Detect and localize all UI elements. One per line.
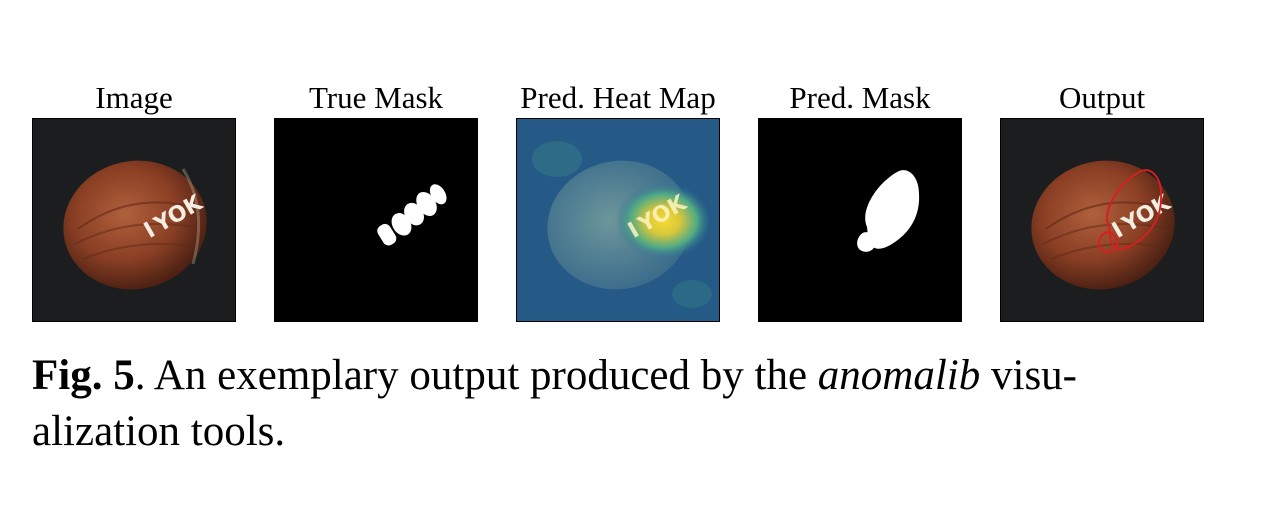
panel-output: Output I YOK: [1000, 78, 1204, 322]
panel-pred-mask: Pred. Mask: [758, 78, 962, 322]
panel-heat-map: Pred. Heat Map I YOK: [516, 78, 720, 322]
caption-text-before: . An exemplary output produced by the: [134, 352, 818, 399]
panel-title-pred-mask: Pred. Mask: [789, 80, 931, 115]
hazelnut-image: I YOK: [32, 118, 236, 322]
pred-mask-icon: [759, 119, 961, 321]
caption-line-2: alization tools.: [32, 408, 286, 455]
caption-text-after: visu-: [980, 352, 1077, 399]
figure-caption: Fig. 5. An exemplary output produced by …: [32, 348, 1232, 460]
panel-title-true-mask: True Mask: [308, 80, 444, 115]
panel-title-output: Output: [1058, 80, 1146, 115]
heatmap-overlay-icon: I YOK: [517, 119, 719, 321]
hazelnut-photo-icon: I YOK: [33, 119, 235, 321]
output-image: I YOK: [1000, 118, 1204, 322]
pred-mask-image: [758, 118, 962, 322]
figure-label: Fig. 5: [32, 352, 135, 399]
binary-mask-icon: [275, 119, 477, 321]
true-mask-image: [274, 118, 478, 322]
panel-true-mask: True Mask: [274, 78, 478, 322]
heat-map-image: I YOK: [516, 118, 720, 322]
panel-image: Image I YOK: [32, 78, 236, 322]
hazelnut-with-contour-icon: I YOK: [1001, 119, 1203, 321]
panel-title-heat-map: Pred. Heat Map: [520, 80, 716, 115]
caption-emphasis: anomalib: [817, 352, 981, 399]
panel-title-image: Image: [95, 80, 173, 115]
